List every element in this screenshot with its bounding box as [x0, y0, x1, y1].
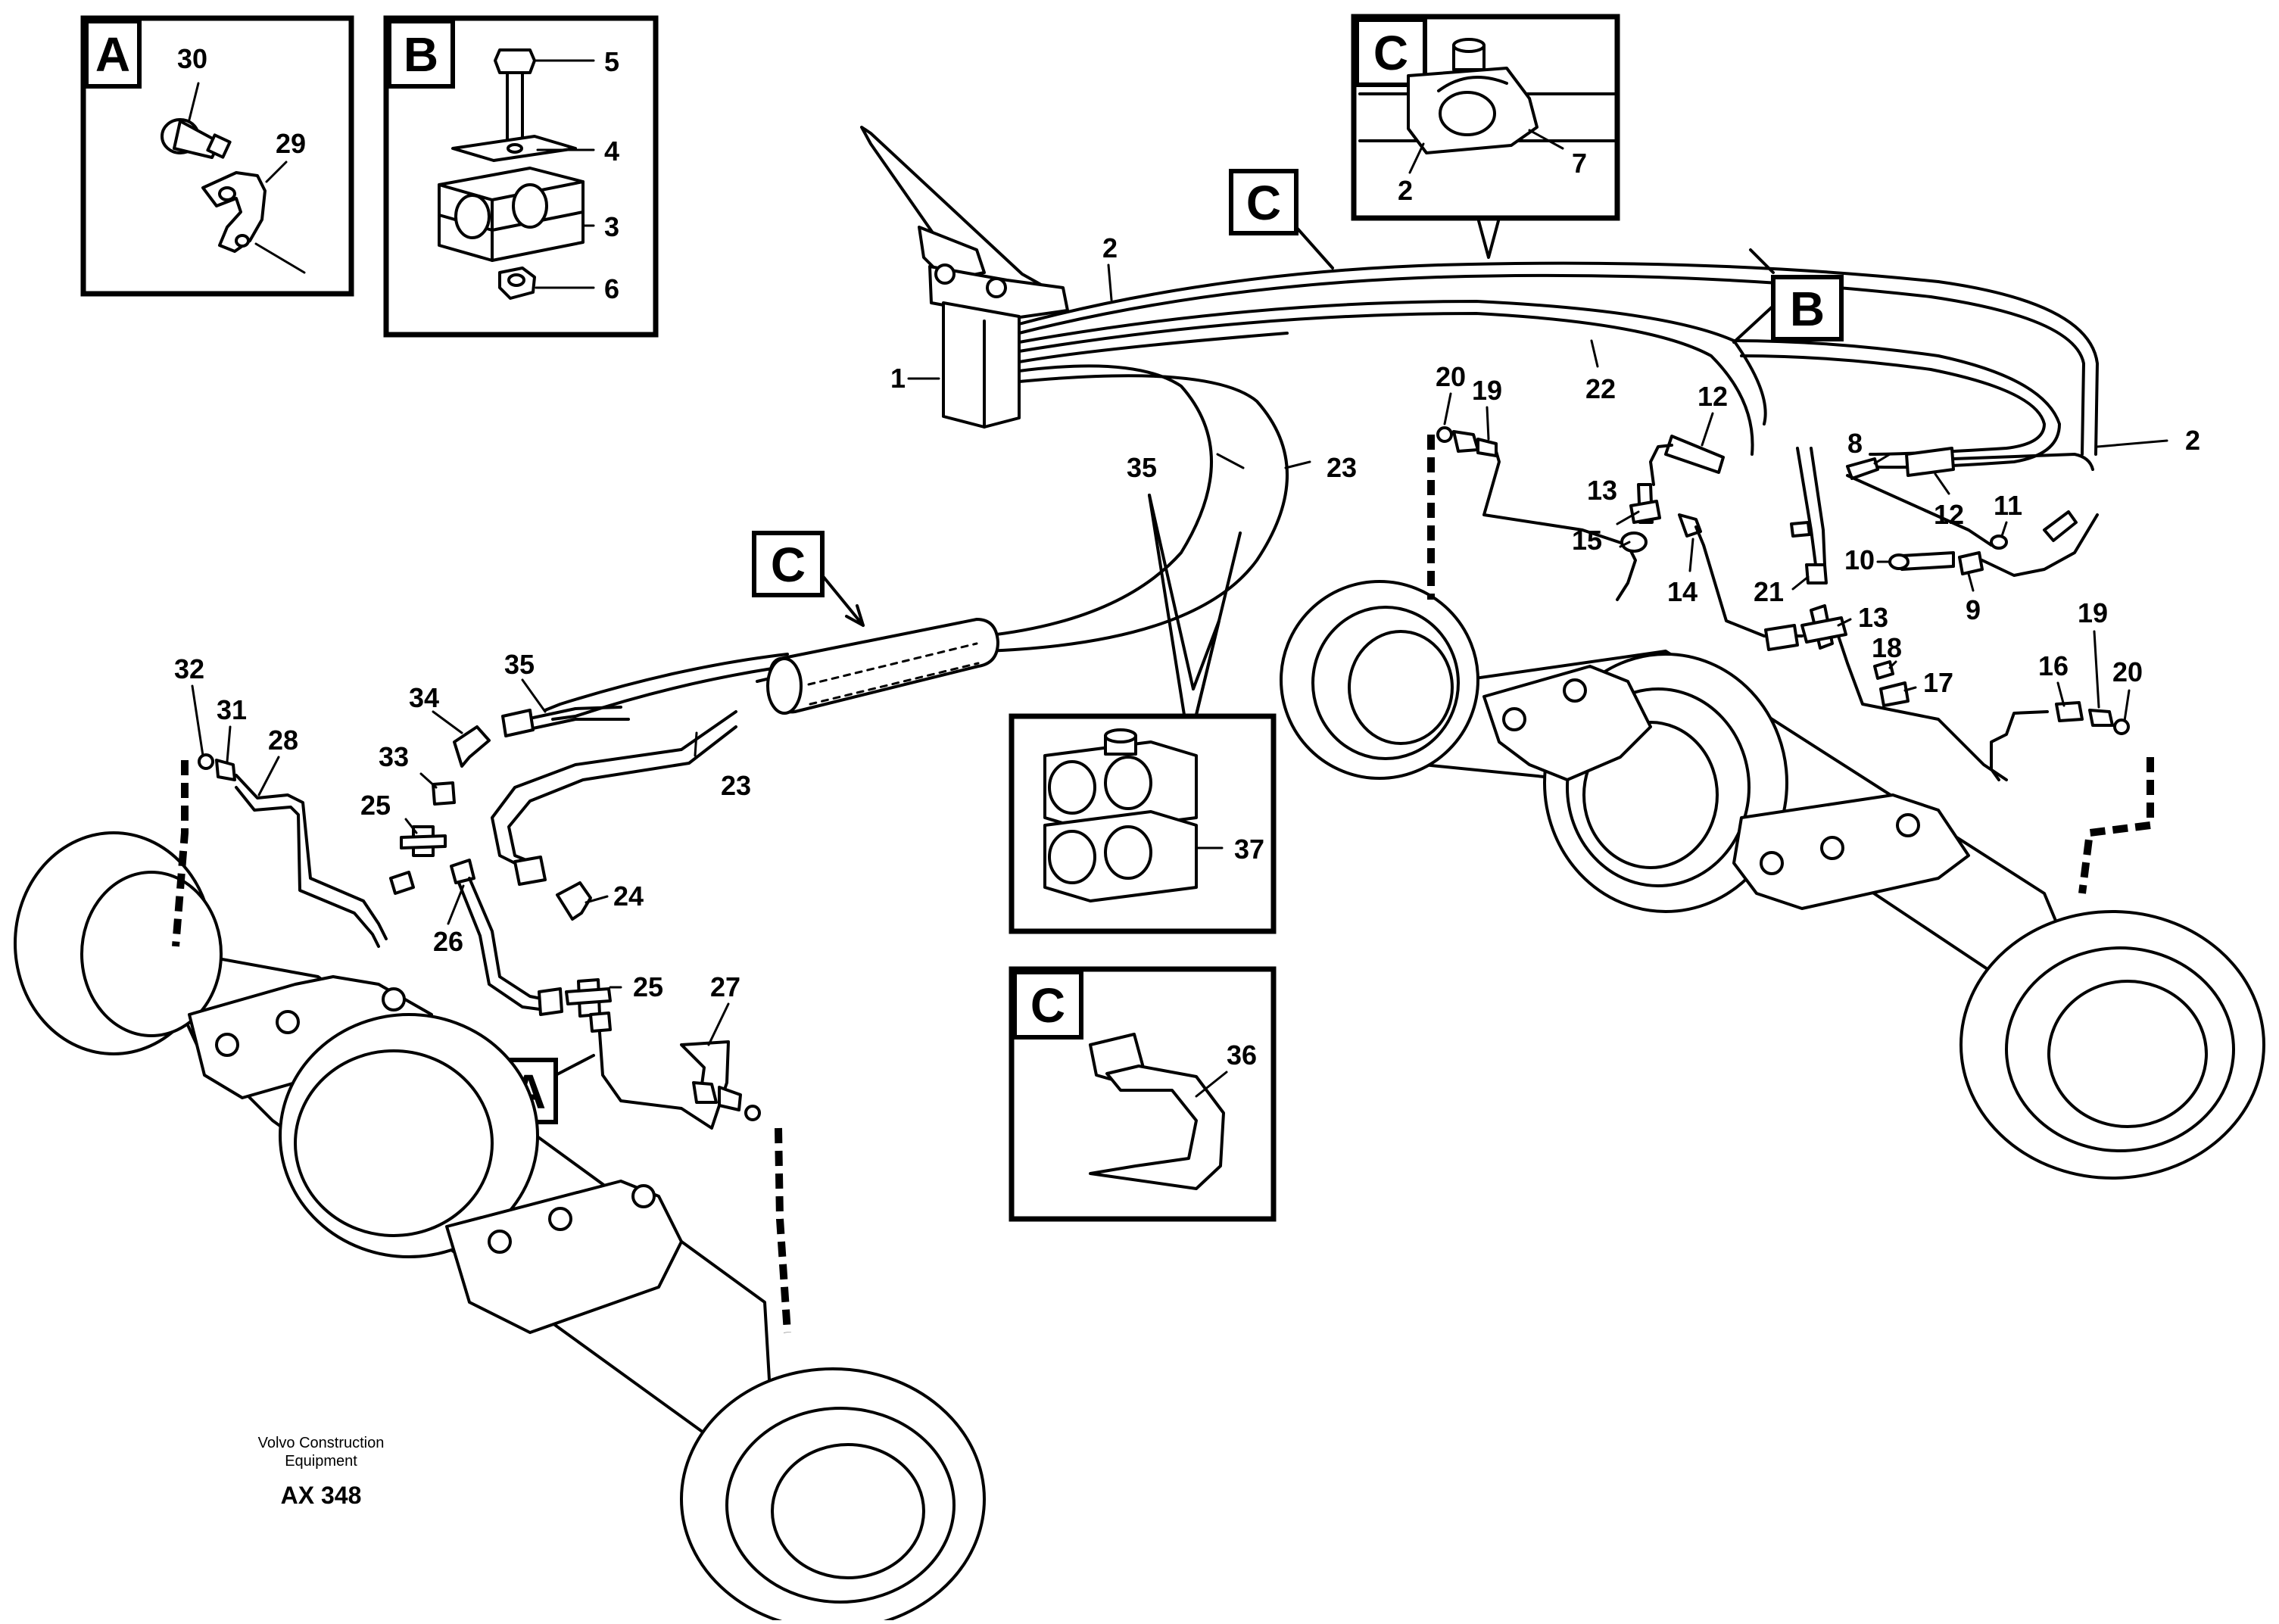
- inset-c-bottom: C 36: [1009, 966, 1277, 1222]
- tag-c-upper: C: [1246, 176, 1281, 230]
- callout-36: 36: [1227, 1040, 1257, 1071]
- callout-19-left: 19: [1472, 375, 1502, 406]
- callout-15: 15: [1572, 525, 1602, 556]
- protective-sleeve: [766, 618, 999, 715]
- callout-34: 34: [409, 682, 439, 713]
- callout-3: 3: [604, 211, 619, 242]
- callout-37: 37: [1234, 834, 1264, 865]
- leader-lines: [191, 263, 2168, 1046]
- inset-a-letter: A: [95, 27, 130, 82]
- callout-26: 26: [433, 926, 463, 957]
- footer: Volvo Construction Equipment AX 348: [258, 1435, 385, 1509]
- front-axle: [14, 831, 986, 1624]
- rear-axle: [1280, 580, 2265, 1180]
- callout-30: 30: [177, 43, 207, 74]
- inset-c-top-letter: C: [1373, 26, 1408, 80]
- brake-lines: [544, 261, 2099, 721]
- callout-11: 11: [1994, 490, 2022, 521]
- wheel-brake-hoses: [172, 435, 2154, 1333]
- callout-10: 10: [1844, 544, 1875, 575]
- strap-clamp-icon: [1089, 1033, 1225, 1190]
- callout-numbers: 2 2 22 35 23 20 19 12 8 12 11 13 15 14 1…: [174, 232, 2200, 1002]
- callout-25-lower: 25: [633, 971, 663, 1002]
- callout-23-upper: 23: [1327, 452, 1357, 483]
- double-clamp-icon: [1043, 728, 1198, 902]
- callout-2-inset-c: 2: [1398, 175, 1413, 206]
- footer-company-line1: Volvo Construction: [258, 1435, 385, 1451]
- pipe-tags: C C B A: [499, 169, 1844, 1124]
- callout-6: 6: [604, 273, 619, 304]
- callout-18: 18: [1872, 632, 1902, 663]
- callout-1: 1: [890, 363, 906, 394]
- callout-5: 5: [604, 46, 619, 77]
- tag-b-upper: B: [1790, 282, 1825, 336]
- leader-v: [1148, 494, 1242, 716]
- clamp-block-icon: [438, 167, 585, 262]
- callout-2-top: 2: [1102, 232, 1118, 263]
- inset-c-bottom-letter: C: [1030, 978, 1065, 1033]
- callout-29: 29: [276, 128, 306, 159]
- callout-13-lower: 13: [1858, 602, 1888, 633]
- front-fittings: [198, 706, 761, 1130]
- inset-c-mid: 37: [1009, 713, 1277, 934]
- callout-20-right: 20: [2112, 656, 2143, 687]
- callout-22: 22: [1585, 373, 1616, 404]
- callout-24: 24: [613, 881, 644, 912]
- callout-12-right: 12: [1934, 499, 1964, 530]
- fitting-bolt-icon: [161, 118, 232, 159]
- nut-icon: [498, 267, 536, 300]
- clamp-icon: [201, 171, 306, 274]
- callout-14: 14: [1667, 576, 1698, 607]
- inset-b: B 5 4 3 6: [383, 15, 659, 338]
- footer-code: AX 348: [281, 1482, 362, 1509]
- inset-a: A 30 29: [80, 15, 354, 297]
- callout-25-upper: 25: [360, 790, 391, 821]
- plate-icon: [451, 135, 577, 162]
- callout-20-left: 20: [1436, 361, 1466, 392]
- tag-c-pipe: C: [771, 538, 806, 592]
- callout-31: 31: [217, 694, 247, 725]
- callout-27: 27: [710, 971, 740, 1002]
- callout-4: 4: [604, 136, 619, 167]
- callout-21: 21: [1754, 576, 1784, 607]
- rear-fittings: [1436, 426, 2130, 781]
- inset-c-top: C 2 7: [1351, 14, 1620, 259]
- inset-b-letter: B: [404, 27, 438, 82]
- pipe-clamp-icon: [1358, 38, 1616, 154]
- callout-19-right: 19: [2078, 597, 2108, 628]
- callout-13-upper: 13: [1587, 475, 1617, 506]
- callout-9: 9: [1966, 594, 1981, 625]
- callout-16: 16: [2038, 650, 2069, 681]
- callout-35-lower: 35: [504, 649, 535, 680]
- callout-23-lower: 23: [721, 770, 751, 801]
- callout-2-right: 2: [2185, 425, 2200, 456]
- callout-28: 28: [268, 725, 298, 756]
- callout-7: 7: [1572, 148, 1587, 179]
- callout-17: 17: [1923, 667, 1953, 698]
- callout-35-upper: 35: [1127, 452, 1157, 483]
- callout-12-top: 12: [1698, 381, 1728, 412]
- brake-pedal-valve: 1: [860, 126, 1069, 429]
- callout-8: 8: [1847, 428, 1863, 459]
- callout-33: 33: [379, 741, 409, 772]
- bolt-icon: [494, 48, 536, 144]
- callout-32: 32: [174, 653, 204, 684]
- footer-company-line2: Equipment: [285, 1453, 357, 1470]
